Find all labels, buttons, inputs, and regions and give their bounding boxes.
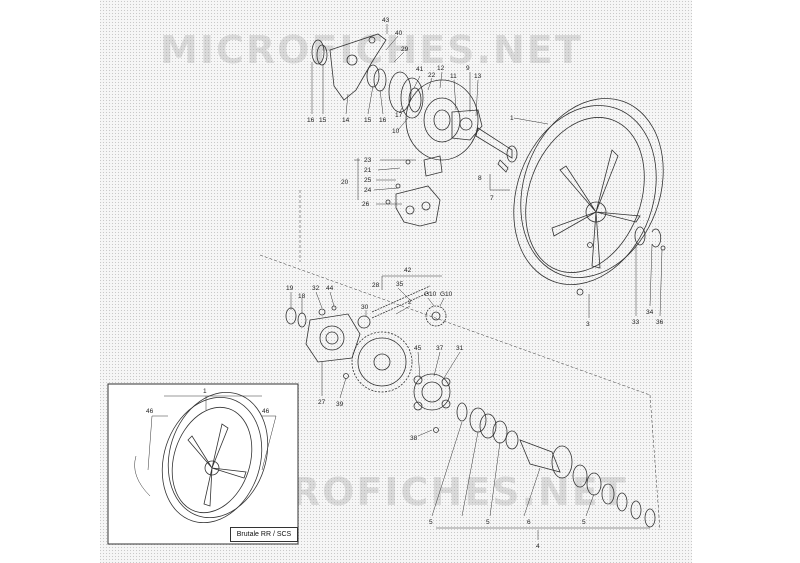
callout-36: 36 [656, 319, 664, 326]
callout-25: 25 [364, 177, 372, 184]
callout-labels: 43 40 29 41 22 12 11 9 13 16 15 14 15 16… [146, 17, 664, 550]
callout-4: 4 [536, 543, 540, 550]
callout-10: 10 [392, 128, 400, 135]
callout-15-right: 15 [364, 117, 372, 124]
sprocket-flange [305, 313, 361, 363]
callout-19: 19 [286, 285, 294, 292]
callout-1-main: 1 [510, 115, 514, 122]
cush-drive [413, 373, 451, 433]
axle-bearing-stack [456, 402, 656, 528]
callout-7: 7 [490, 195, 494, 202]
brake-disc [405, 79, 479, 161]
brake-caliper [385, 155, 443, 227]
callout-5-a: 5 [429, 519, 433, 526]
callout-37: 37 [436, 345, 444, 352]
callout-46-right: 46 [262, 408, 270, 415]
tyre-valve [576, 288, 584, 296]
hub-carrier [451, 109, 483, 141]
callout-15-left: 15 [319, 117, 327, 124]
wheel-side-rings [634, 226, 666, 251]
callout-17: 17 [395, 112, 403, 119]
callout-31: 31 [456, 345, 464, 352]
callout-18: 18 [298, 293, 306, 300]
callout-20: 20 [341, 179, 349, 186]
callout-27: 27 [318, 399, 326, 406]
callout-40: 40 [395, 30, 403, 37]
callout-41: 41 [416, 66, 424, 73]
callout-43: 43 [382, 17, 390, 24]
callout-1-inset: 1 [203, 388, 207, 395]
brake-hanger-plate [329, 33, 387, 101]
callout-44: 44 [326, 285, 334, 292]
callout-g10-right: G10 [440, 291, 453, 298]
callout-23: 23 [364, 157, 372, 164]
callout-8: 8 [478, 175, 482, 182]
callout-33: 33 [632, 319, 640, 326]
flange-rings [285, 305, 349, 379]
callout-34: 34 [646, 309, 654, 316]
callout-29: 29 [401, 46, 409, 53]
callout-28: 28 [372, 282, 380, 289]
front-sprocket [425, 305, 447, 327]
callout-26: 26 [362, 201, 370, 208]
callout-24: 24 [364, 187, 372, 194]
callout-16-right: 16 [379, 117, 387, 124]
right-margin [692, 0, 800, 563]
rear-wheel [513, 98, 664, 285]
callout-16-left: 16 [307, 117, 315, 124]
left-margin [0, 0, 100, 563]
callout-11: 11 [450, 73, 457, 80]
callout-6: 6 [527, 519, 531, 526]
callout-30: 30 [361, 304, 369, 311]
callout-5-c: 5 [582, 519, 586, 526]
callout-39: 39 [336, 401, 344, 408]
leader-lines [290, 24, 663, 540]
callout-g10-left: G10 [424, 291, 437, 298]
inset-model-label: Brutale RR / SCS [230, 527, 298, 542]
callout-3: 3 [586, 321, 590, 328]
callout-2: 2 [408, 299, 412, 306]
inset-panel [107, 383, 299, 545]
callout-45: 45 [414, 345, 422, 352]
rear-sprocket [351, 331, 413, 393]
axle-shaft [475, 127, 518, 173]
callout-12: 12 [437, 65, 445, 72]
callout-5-b: 5 [486, 519, 490, 526]
callout-9: 9 [466, 65, 470, 72]
callout-22: 22 [428, 72, 436, 79]
callout-46-left: 46 [146, 408, 154, 415]
callout-42: 42 [404, 267, 412, 274]
callout-35: 35 [396, 281, 404, 288]
callout-38: 38 [410, 435, 418, 442]
callout-21: 21 [364, 167, 372, 174]
chain-segment [357, 285, 431, 329]
callout-32: 32 [312, 285, 320, 292]
callout-13: 13 [474, 73, 482, 80]
callout-14: 14 [342, 117, 350, 124]
